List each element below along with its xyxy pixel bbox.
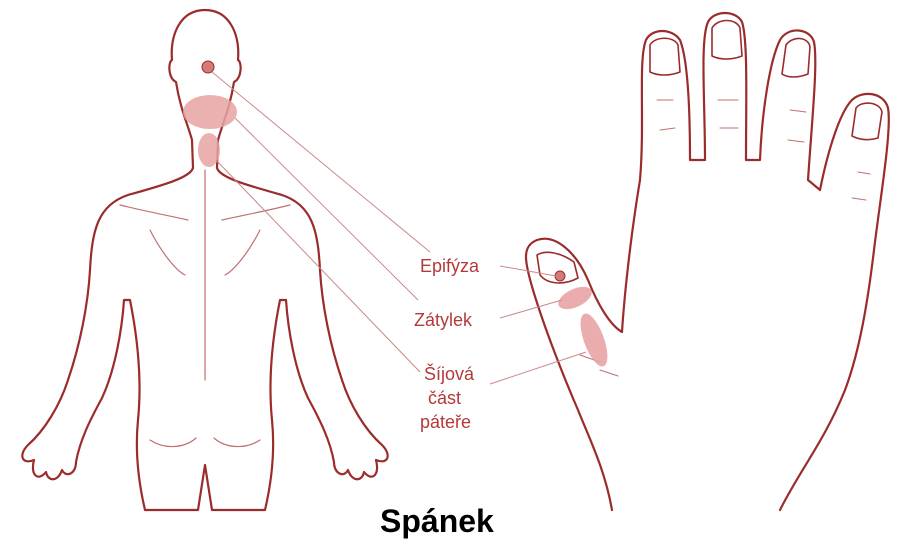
nail-ring (782, 38, 810, 77)
crease-little-1 (858, 172, 870, 174)
scapula-left (150, 230, 185, 275)
section-heading: Spánek (380, 503, 494, 540)
shoulder-line-right (222, 205, 290, 220)
leader-sijova-hand (490, 352, 586, 384)
label-epifyza: Epifýza (420, 255, 479, 277)
epifyza-zone-hand (555, 271, 565, 281)
buttock-line-right (214, 438, 260, 447)
shoulder-line-left (120, 205, 188, 220)
buttock-line-left (150, 438, 196, 447)
sijova-zone-body (198, 133, 220, 167)
epifyza-zone-body (202, 61, 214, 73)
crease-ring-1 (790, 110, 806, 112)
nail-little (852, 103, 882, 140)
nail-middle (712, 21, 742, 60)
hand-figure (526, 13, 889, 510)
zatylek-zone-body (183, 95, 237, 129)
crease-thumb-2 (600, 370, 618, 376)
leader-epifyza (212, 72, 430, 252)
hand-zones (555, 271, 613, 370)
crease-ring-2 (788, 140, 804, 142)
label-sijova-line3: páteře (420, 411, 471, 433)
label-zatylek: Zátylek (414, 309, 472, 331)
crease-little-2 (852, 198, 866, 200)
leader-sijova (216, 160, 420, 372)
leader-lines (212, 72, 586, 384)
leader-zatylek-hand (500, 300, 562, 318)
leader-zatylek (235, 118, 418, 300)
nail-index (650, 38, 680, 75)
crease-index-2 (660, 128, 675, 130)
zatylek-zone-hand (555, 282, 595, 314)
label-sijova-line1: Šíjová (424, 363, 474, 385)
body-figure (22, 10, 387, 510)
hand-outline (526, 13, 889, 510)
scapula-right (225, 230, 260, 275)
body-zones (183, 61, 237, 167)
label-sijova-line2: část (428, 387, 461, 409)
